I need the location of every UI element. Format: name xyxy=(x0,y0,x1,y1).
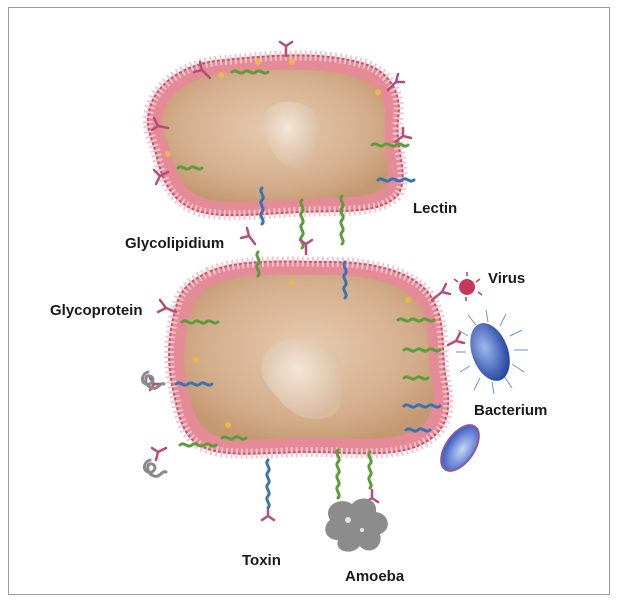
helix-top-2 xyxy=(372,144,408,146)
upper-cell xyxy=(148,55,403,215)
helix-bridge-5 xyxy=(344,262,346,298)
helix-toxin xyxy=(267,460,269,508)
label-glycolipidium: Glycolipidium xyxy=(125,235,224,252)
helix-right-2 xyxy=(404,349,440,351)
sugar-chain xyxy=(432,284,450,300)
virus-particle xyxy=(454,272,482,301)
label-virus: Virus xyxy=(488,270,525,287)
amoeba-cell xyxy=(325,498,388,551)
label-glycoprotein: Glycoprotein xyxy=(50,302,143,319)
label-amoeba: Amoeba xyxy=(345,568,404,585)
sugar-chain xyxy=(448,333,464,345)
label-toxin: Toxin xyxy=(242,552,281,569)
helix-top-1 xyxy=(232,71,268,73)
helix-amoeba-2 xyxy=(369,452,371,488)
helix-lectin xyxy=(378,179,414,181)
helix-left-1 xyxy=(182,321,218,323)
helix-left-3 xyxy=(180,444,216,446)
bacterium-cell xyxy=(456,310,528,394)
helix-bridge-1 xyxy=(261,188,263,224)
helix-right-4 xyxy=(404,405,440,407)
sugar-chain xyxy=(262,510,274,520)
lower-cell xyxy=(169,261,448,453)
helix-left-2 xyxy=(176,383,212,385)
sugar-chain xyxy=(241,228,255,244)
sugar-chain xyxy=(152,448,166,460)
helix-amoeba-1 xyxy=(337,450,339,498)
label-bacterium: Bacterium xyxy=(474,402,547,419)
helix-right-1 xyxy=(398,319,434,321)
helix-bridge-3 xyxy=(341,196,343,244)
toxin-molecule-2 xyxy=(144,460,166,476)
label-lectin: Lectin xyxy=(413,200,457,217)
